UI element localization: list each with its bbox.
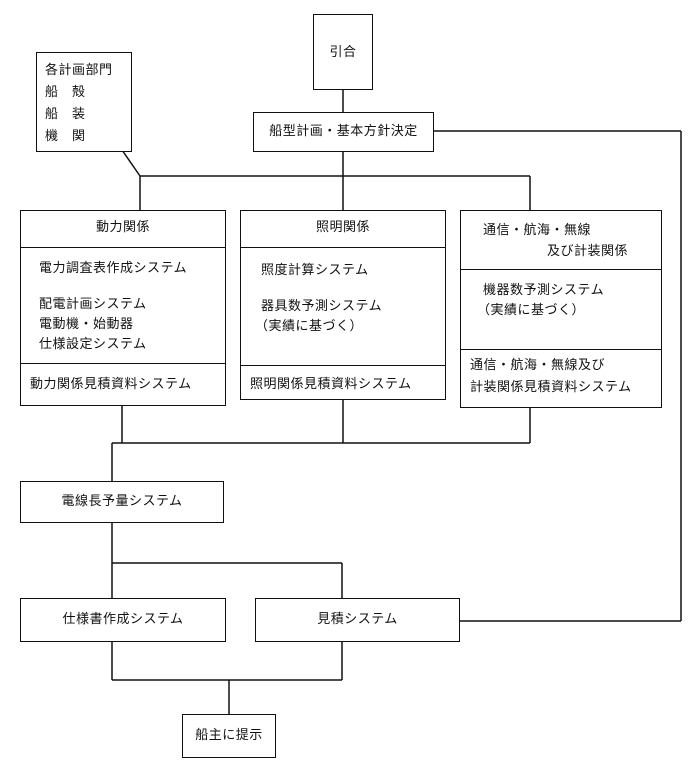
basic-plan-box: 船型計画・基本方針決定 (253, 112, 434, 152)
lighting-divider-top (241, 247, 445, 248)
lighting-item-2: （実績に基づく） (255, 319, 364, 334)
comm-divider-bottom (461, 349, 661, 350)
power-title: 動力関係 (95, 220, 150, 235)
department-line-2: 船 装 (45, 107, 86, 122)
comm-item-0: 機器数予測システム (483, 283, 605, 298)
power-estimate: 動力関係見積資料システム (30, 377, 192, 392)
departments-box: 各計画部門 船 殻 船 装 機 関 (36, 52, 132, 152)
comm-item-1: （実績に基づく） (477, 303, 586, 318)
power-divider-top (21, 247, 225, 248)
power-box: 動力関係 電力調査表作成システム 配電計画システム 電動機・始動器 仕様設定シス… (20, 210, 226, 406)
comm-title-line-1: 及び計装関係 (547, 244, 629, 259)
lighting-box: 照明関係 照度計算システム 器具数予測システム （実績に基づく） 照明関係見積資… (240, 210, 446, 400)
cable-length-box: 電線長予量システム (20, 481, 224, 523)
inquiry-box: 引合 (313, 14, 373, 90)
comm-estimate-line-1: 計装関係見積資料システム (470, 380, 632, 395)
estimate-system-box: 見積システム (255, 598, 460, 642)
lighting-divider-bottom (241, 365, 445, 366)
spec-label: 仕様書作成システム (62, 612, 184, 627)
estimate-system-label: 見積システム (317, 612, 398, 627)
department-line-1: 船 殻 (45, 85, 86, 100)
power-item-0: 電力調査表作成システム (39, 261, 188, 276)
comm-title-line-0: 通信・航海・無線 (483, 223, 592, 238)
lighting-item-0: 照度計算システム (261, 263, 369, 278)
spec-box: 仕様書作成システム (20, 598, 226, 642)
cable-length-label: 電線長予量システム (61, 494, 183, 509)
lighting-estimate: 照明関係見積資料システム (250, 377, 412, 392)
power-item-3: 仕様設定システム (39, 337, 147, 352)
comm-box: 通信・航海・無線 及び計装関係 機器数予測システム （実績に基づく） 通信・航海… (460, 210, 662, 408)
owner-box: 船主に提示 (182, 714, 276, 758)
department-line-3: 機 関 (45, 129, 86, 144)
power-divider-bottom (21, 363, 225, 364)
power-item-2: 電動機・始動器 (39, 317, 134, 332)
inquiry-label: 引合 (329, 45, 357, 60)
lighting-title: 照明関係 (315, 220, 370, 235)
owner-label: 船主に提示 (195, 728, 263, 743)
comm-estimate-line-0: 通信・航海・無線及び (470, 358, 606, 373)
lighting-item-1: 器具数予測システム (261, 299, 383, 314)
power-item-1: 配電計画システム (39, 297, 147, 312)
basic-plan-label: 船型計画・基本方針決定 (269, 124, 418, 139)
line-departments-down (121, 149, 141, 177)
department-line-0: 各計画部門 (45, 63, 113, 78)
comm-divider-top (461, 269, 661, 270)
